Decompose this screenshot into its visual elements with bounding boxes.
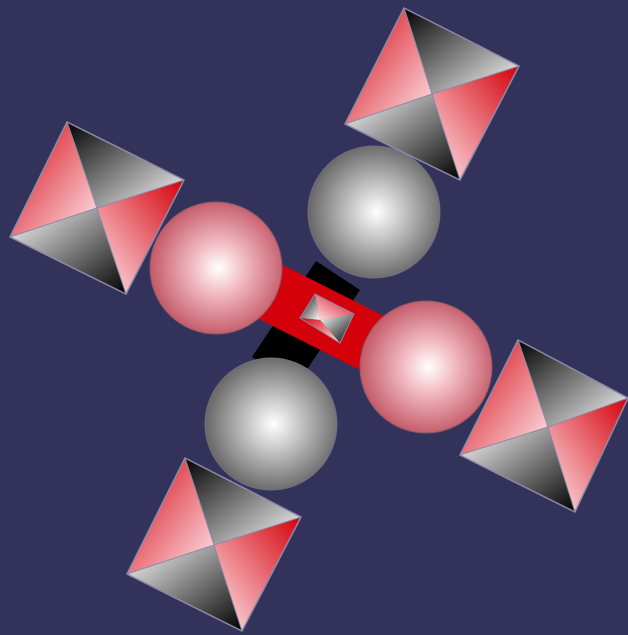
sphere-red-right — [359, 300, 493, 434]
octahedron-right — [458, 338, 628, 514]
octahedron-left — [8, 120, 186, 295]
center-octahedron — [299, 293, 355, 344]
sphere-grey-top — [307, 145, 441, 279]
sphere-red-left — [149, 201, 283, 335]
octahedron-top-right — [343, 6, 521, 181]
sphere-grey-bottom — [204, 357, 338, 491]
octahedron-bottom — [125, 456, 303, 632]
